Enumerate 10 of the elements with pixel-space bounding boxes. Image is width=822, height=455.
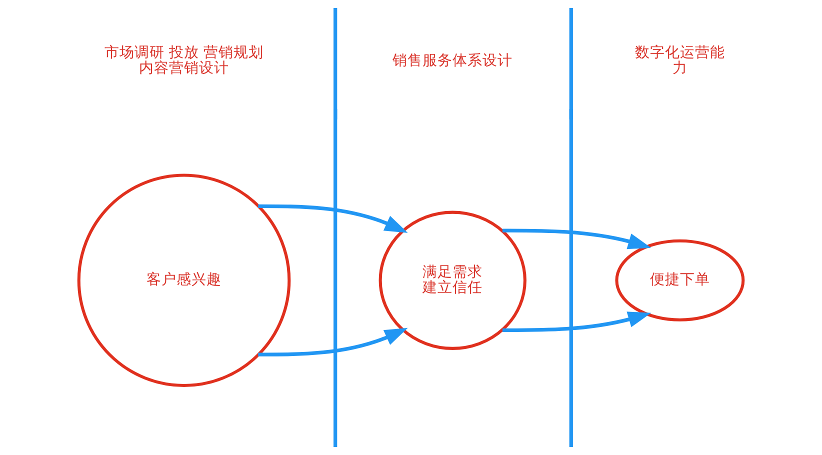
node-circle: 满足需求 建立信任	[378, 210, 526, 350]
arrow	[258, 328, 408, 356]
label: 销售服务体系设计	[392, 52, 513, 69]
arrow	[502, 228, 652, 250]
label: 市场调研 投放 营销规划内容营销设计	[104, 44, 264, 77]
node-circle: 客户感兴趣	[77, 174, 291, 388]
arrow	[258, 204, 408, 233]
label: 数字化运营能力	[634, 44, 725, 77]
node-ellipse: 便捷下单	[615, 239, 745, 322]
arrow	[502, 312, 652, 332]
